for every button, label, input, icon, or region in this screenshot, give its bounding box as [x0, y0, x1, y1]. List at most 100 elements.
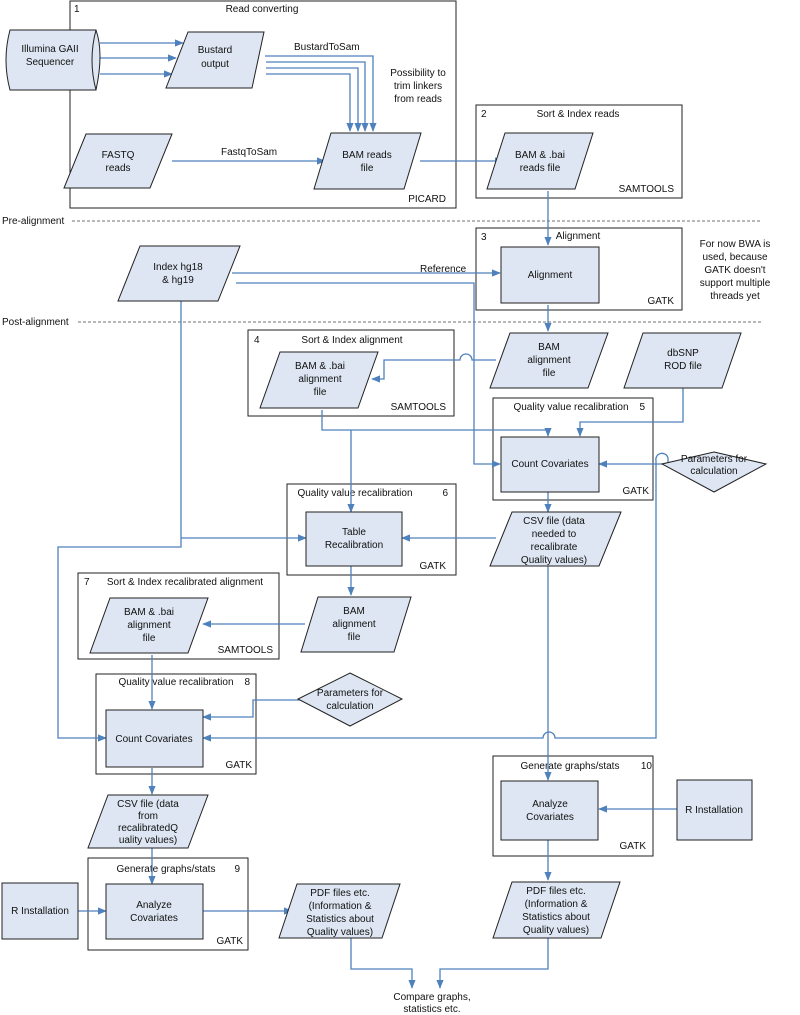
bam-reads-file-node: BAM reads file [313, 132, 422, 190]
trim-note: Possibility to trim linkers from reads [390, 68, 446, 105]
svg-text:calculation: calculation [690, 466, 737, 477]
group-3-title: Alignment [556, 231, 601, 242]
svg-text:Compare graphs,: Compare graphs, [393, 992, 470, 1003]
svg-text:reads file: reads file [520, 163, 561, 174]
svg-text:Count Covariates: Count Covariates [115, 734, 192, 745]
svg-text:used, because: used, because [702, 252, 767, 263]
svg-text:from reads: from reads [394, 94, 442, 105]
svg-text:(Information &: (Information & [309, 901, 372, 912]
svg-text:reads: reads [105, 163, 130, 174]
fastq-to-sam-label: FastqToSam [221, 147, 277, 158]
svg-text:support multiple: support multiple [700, 278, 771, 289]
group-1-number: 1 [74, 4, 80, 15]
svg-text:(Information &: (Information & [525, 899, 588, 910]
bam-alignment-2-node: BAM alignment file [300, 596, 412, 653]
group-6-title: Quality value recalibration [297, 488, 412, 499]
svg-text:BAM & .bai: BAM & .bai [124, 607, 174, 618]
svg-text:R Installation: R Installation [685, 805, 743, 816]
bwa-note: For now BWA is used, because GATK doesn'… [700, 239, 771, 302]
count-covariates-5-node: Count Covariates [500, 436, 600, 493]
svg-text:& hg19: & hg19 [162, 275, 194, 286]
svg-text:output: output [201, 59, 229, 70]
parameters-5-node: Parameters for calculation [660, 451, 768, 493]
svg-text:BAM: BAM [538, 342, 560, 353]
svg-text:PDF files etc.: PDF files etc. [310, 888, 369, 899]
count-covariates-8-node: Count Covariates [105, 709, 204, 768]
svg-text:Quality values): Quality values) [521, 555, 587, 566]
group-1-title: Read converting [226, 4, 299, 15]
svg-text:PDF files etc.: PDF files etc. [526, 886, 585, 897]
csv-file-5-node: CSV file (data needed to recalibrate Qua… [489, 511, 622, 567]
svg-text:Count Covariates: Count Covariates [511, 459, 588, 470]
compare-label: Compare graphs, statistics etc. [393, 992, 470, 1015]
svg-text:needed to: needed to [532, 529, 577, 540]
svg-text:calculation: calculation [326, 701, 373, 712]
analyze-covariates-10-node: Analyze Covariates [500, 780, 599, 841]
table-recalibration-node: Table Recalibration [305, 511, 403, 567]
svg-text:dbSNP: dbSNP [667, 348, 699, 359]
group-6-tool: GATK [420, 561, 447, 572]
svg-text:Parameters for: Parameters for [317, 688, 384, 699]
svg-text:Covariates: Covariates [130, 913, 178, 924]
svg-text:file: file [543, 368, 556, 379]
group-9-title: Generate graphs/stats [117, 864, 216, 875]
group-5-tool: GATK [623, 486, 650, 497]
svg-text:alignment: alignment [127, 620, 171, 631]
svg-text:Table: Table [342, 527, 366, 538]
svg-text:Alignment: Alignment [528, 270, 573, 281]
svg-text:file: file [143, 633, 156, 644]
post-alignment-label: Post-alignment [2, 317, 69, 328]
group-4-number: 4 [254, 335, 260, 346]
svg-text:FASTQ: FASTQ [102, 150, 135, 161]
svg-text:Sequencer: Sequencer [26, 57, 75, 68]
svg-text:BAM reads: BAM reads [342, 150, 391, 161]
svg-text:BAM & .bai: BAM & .bai [295, 361, 345, 372]
bam-bai-reads-node: BAM & .bai reads file [486, 132, 594, 190]
svg-text:BAM & .bai: BAM & .bai [515, 150, 565, 161]
group-7-title: Sort & Index recalibrated alignment [107, 577, 263, 588]
svg-text:from: from [138, 811, 158, 822]
svg-text:R Installation: R Installation [11, 906, 69, 917]
alignment-node: Alignment [500, 246, 600, 304]
group-8-tool: GATK [226, 760, 253, 771]
bam-alignment-node: BAM alignment file [489, 332, 609, 389]
group-3-number: 3 [481, 232, 487, 243]
svg-text:Analyze: Analyze [136, 900, 172, 911]
group-4-title: Sort & Index alignment [301, 335, 402, 346]
svg-text:alignment: alignment [332, 619, 376, 630]
svg-text:For now BWA is: For now BWA is [700, 239, 771, 250]
analyze-covariates-9-node: Analyze Covariates [105, 883, 204, 940]
reference-label: Reference [420, 264, 467, 275]
svg-text:CSV file (data: CSV file (data [523, 516, 585, 527]
svg-text:recalibrate: recalibrate [531, 542, 578, 553]
svg-text:Index hg18: Index hg18 [153, 262, 203, 273]
group-2-title: Sort & Index reads [537, 109, 620, 120]
group-5-number: 5 [639, 402, 645, 413]
svg-text:Possibility to: Possibility to [390, 68, 446, 79]
pre-alignment-label: Pre-alignment [2, 216, 64, 227]
svg-text:Statistics about: Statistics about [306, 914, 374, 925]
group-2-number: 2 [481, 109, 487, 120]
group-3-tool: GATK [648, 296, 675, 307]
svg-text:GATK doesn't: GATK doesn't [704, 265, 765, 276]
group-9-tool: GATK [217, 936, 244, 947]
index-hg-node: Index hg18 & hg19 [117, 245, 241, 302]
svg-text:CSV file (data: CSV file (data [117, 799, 179, 810]
group-10-number: 10 [641, 761, 653, 772]
svg-text:Quality values): Quality values) [307, 927, 373, 938]
svg-text:file: file [314, 387, 327, 398]
svg-text:uality values): uality values) [119, 835, 177, 846]
svg-text:alignment: alignment [298, 374, 342, 385]
svg-text:Recalibration: Recalibration [325, 540, 383, 551]
pdf-files-9-node: PDF files etc. (Information & Statistics… [278, 883, 401, 939]
illumina-sequencer-node: Illumina GAII Sequencer [5, 29, 101, 91]
svg-text:ROD file: ROD file [664, 361, 702, 372]
group-9-number: 9 [234, 864, 240, 875]
group-8-number: 8 [244, 677, 250, 688]
svg-text:Statistics about: Statistics about [522, 912, 590, 923]
svg-text:file: file [361, 163, 374, 174]
group-10-tool: GATK [620, 841, 647, 852]
svg-text:Parameters for: Parameters for [681, 454, 748, 465]
group-4-tool: SAMTOOLS [391, 402, 447, 413]
